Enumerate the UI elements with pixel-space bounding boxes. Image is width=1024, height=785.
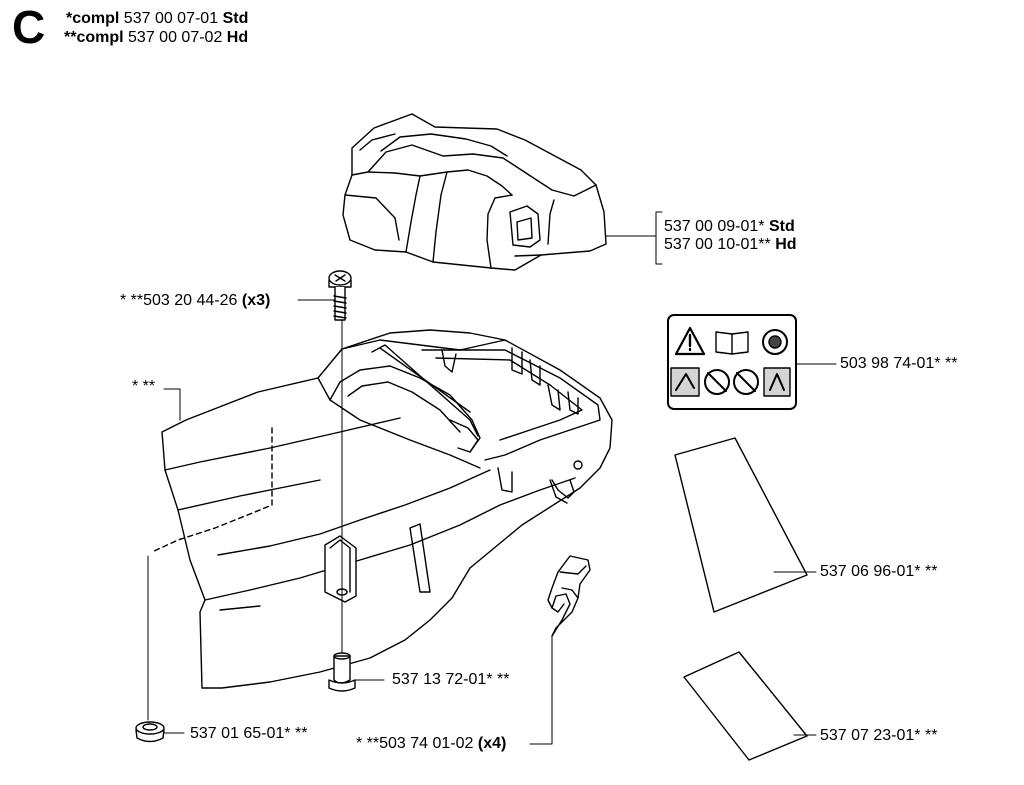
screw-label: * **503 20 44-26 (x3) <box>120 292 270 310</box>
grommet-label: 537 01 65-01* ** <box>190 725 308 742</box>
sticker-label: 537 06 96-01* ** <box>820 563 938 580</box>
clip-qty: (x4) <box>477 735 507 752</box>
clip-ref: * **503 74 01-02 <box>356 735 474 752</box>
assembly-hd-prefix: **compl <box>64 29 124 46</box>
clip-label: * **503 74 01-02 (x4) <box>356 735 506 753</box>
assembly-std-prefix: *compl <box>66 10 120 27</box>
clip-part <box>547 555 591 637</box>
grommet-part <box>135 721 165 743</box>
top-cover-part <box>342 113 607 271</box>
assembly-hd-number: 537 00 07-02 <box>128 29 223 46</box>
assembly-std-line: *compl 537 00 07-01 Std <box>66 10 248 28</box>
screw-ref: * **503 20 44-26 <box>120 292 238 309</box>
cover-hd-number: 537 00 10-01** <box>664 236 771 253</box>
assembly-std-number: 537 00 07-01 <box>123 10 219 27</box>
cover-hd-label: 537 00 10-01** Hd <box>664 236 797 254</box>
leader-lines <box>147 211 837 745</box>
main-housing-part <box>151 329 613 689</box>
pad-part <box>683 651 808 761</box>
assembly-hd-line: **compl 537 00 07-02 Hd <box>64 29 248 47</box>
warning-decal-part <box>667 314 797 410</box>
tapered-sticker-part <box>674 437 808 613</box>
screw-part <box>328 270 352 321</box>
section-letter: C <box>12 1 46 53</box>
screw-qty: (x3) <box>241 292 271 309</box>
cover-std-variant: Std <box>768 218 795 235</box>
assembly-std-variant: Std <box>222 10 249 27</box>
bushing-label: 537 13 72-01* ** <box>392 671 510 688</box>
decal-label: 503 98 74-01* ** <box>840 355 958 372</box>
bushing-part <box>328 652 356 692</box>
cover-std-label: 537 00 09-01* Std <box>664 218 795 236</box>
pad-label: 537 07 23-01* ** <box>820 727 938 744</box>
assembly-hd-variant: Hd <box>226 29 249 46</box>
cover-std-number: 537 00 09-01* <box>664 218 765 235</box>
cover-hd-variant: Hd <box>775 236 797 253</box>
housing-label: * ** <box>132 378 156 395</box>
